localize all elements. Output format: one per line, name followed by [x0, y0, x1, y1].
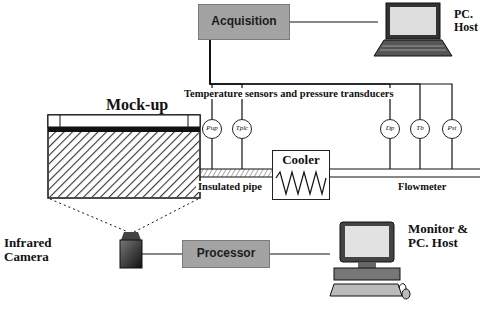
- annotation-label: Flowmeter: [396, 181, 448, 192]
- processor-box: Processor: [182, 240, 270, 268]
- cooler-box: Cooler: [272, 150, 330, 200]
- monitor-pc: Monitor & PC. Host: [330, 222, 400, 300]
- node-label: Monitor & PC. Host: [408, 222, 472, 251]
- sensor-gauge: Pst: [442, 119, 462, 139]
- sensor-gauge: Tplc: [232, 119, 252, 139]
- connector: [142, 254, 182, 255]
- sensor-gauge: Dp: [380, 119, 400, 139]
- mock-up-drawing: [48, 115, 200, 198]
- node-label: Tb: [416, 125, 423, 133]
- connector: [270, 254, 330, 255]
- mock-up: Mock-up: [48, 115, 200, 198]
- connector: [210, 40, 420, 119]
- sensor-gauge: Pup: [202, 119, 222, 139]
- connector: [210, 40, 390, 119]
- camera-view: [50, 199, 198, 232]
- node-label: Acquisition: [207, 15, 280, 28]
- annotation-label: Insulated pipe: [196, 181, 264, 192]
- computer-icon: [330, 222, 410, 299]
- connector: [290, 22, 378, 23]
- camera-icon: [120, 232, 142, 268]
- infrared-camera: Infrared Camera: [120, 232, 142, 268]
- pipe-insulation: [200, 169, 272, 177]
- connector: [200, 169, 272, 177]
- node-label: Dp: [386, 125, 395, 133]
- laptop-icon: [374, 3, 452, 56]
- node-label: Pst: [448, 125, 457, 133]
- laptop: PC. Host: [378, 2, 450, 58]
- cooler-coil: [276, 172, 326, 194]
- connector: [210, 40, 242, 119]
- node-label: Pup: [206, 125, 217, 133]
- annotation-label: Temperature sensors and pressure transdu…: [182, 88, 396, 99]
- connector: [210, 40, 452, 119]
- node-label: PC. Host: [454, 8, 480, 34]
- acquisition-box: Acquisition: [198, 4, 290, 40]
- node-label: Cooler: [282, 151, 320, 167]
- node-label: Processor: [193, 247, 260, 260]
- node-label: Tplc: [236, 125, 248, 133]
- outlet-pipe: [330, 169, 480, 177]
- node-label: Infrared Camera: [4, 236, 78, 265]
- sensor-gauge: Tb: [410, 119, 430, 139]
- sensor-stems: [212, 139, 452, 169]
